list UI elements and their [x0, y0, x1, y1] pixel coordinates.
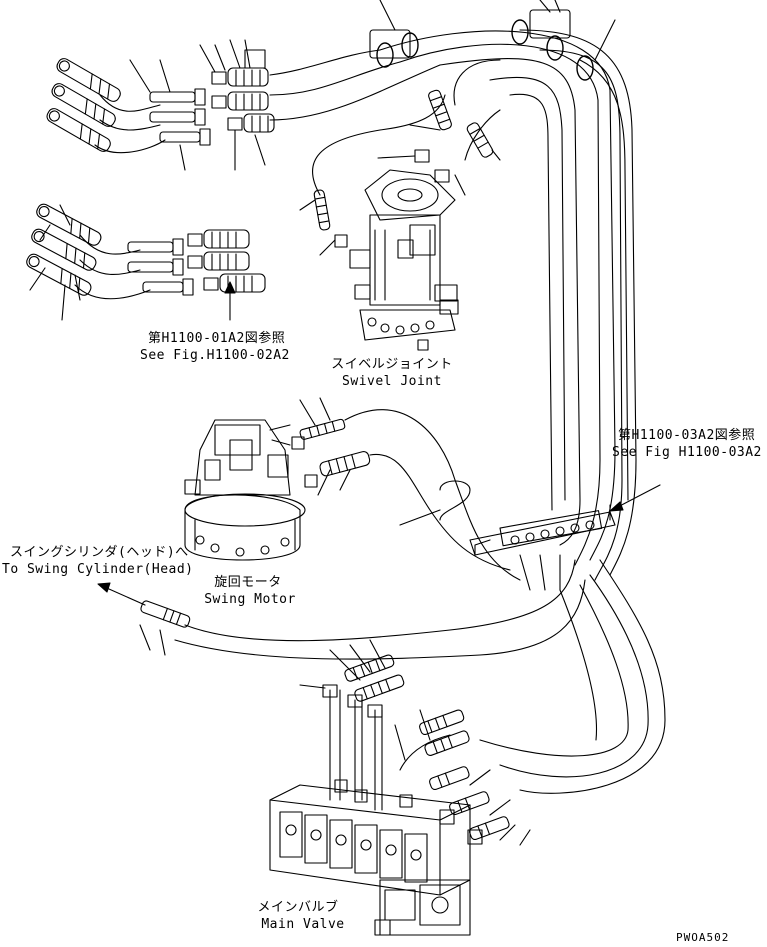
swing-motor-label-en: Swing Motor: [204, 592, 296, 607]
reference-01a2-en: See Fig.H1100-02A2: [140, 348, 290, 363]
reference-01a2-jp: 第H1100-01A2図参照: [148, 331, 286, 346]
main-valve-label-jp: メインバルブ: [257, 900, 339, 915]
reference-03a2-jp: 第H1100-03A2図参照: [618, 428, 756, 443]
main-valve: [269, 639, 531, 936]
swing-cylinder-label-en: To Swing Cylinder(Head): [2, 562, 194, 577]
swing-motor: [184, 397, 521, 581]
drawing-code: PWOA502: [676, 931, 730, 944]
swing-motor-label-jp: 旋回モータ: [214, 575, 282, 590]
swivel-joint-label-jp: スイベルジョイント: [331, 357, 453, 372]
main-valve-label-en: Main Valve: [261, 917, 345, 932]
upper-left-fittings-group: [46, 39, 275, 171]
swing-cylinder-hose: [97, 559, 586, 660]
top-clamps: [369, 0, 616, 81]
right-hose-bundle: [379, 29, 666, 794]
left-fittings-group-2: [26, 203, 266, 321]
reference-03a2-en: See Fig H1100-03A2: [612, 445, 762, 460]
pipe-bracket: [469, 484, 661, 591]
swivel-joint: [299, 59, 501, 351]
swivel-joint-label-en: Swivel Joint: [342, 374, 442, 389]
swing-cylinder-label-jp: スイングシリンダ(ヘッド)へ: [10, 545, 189, 560]
